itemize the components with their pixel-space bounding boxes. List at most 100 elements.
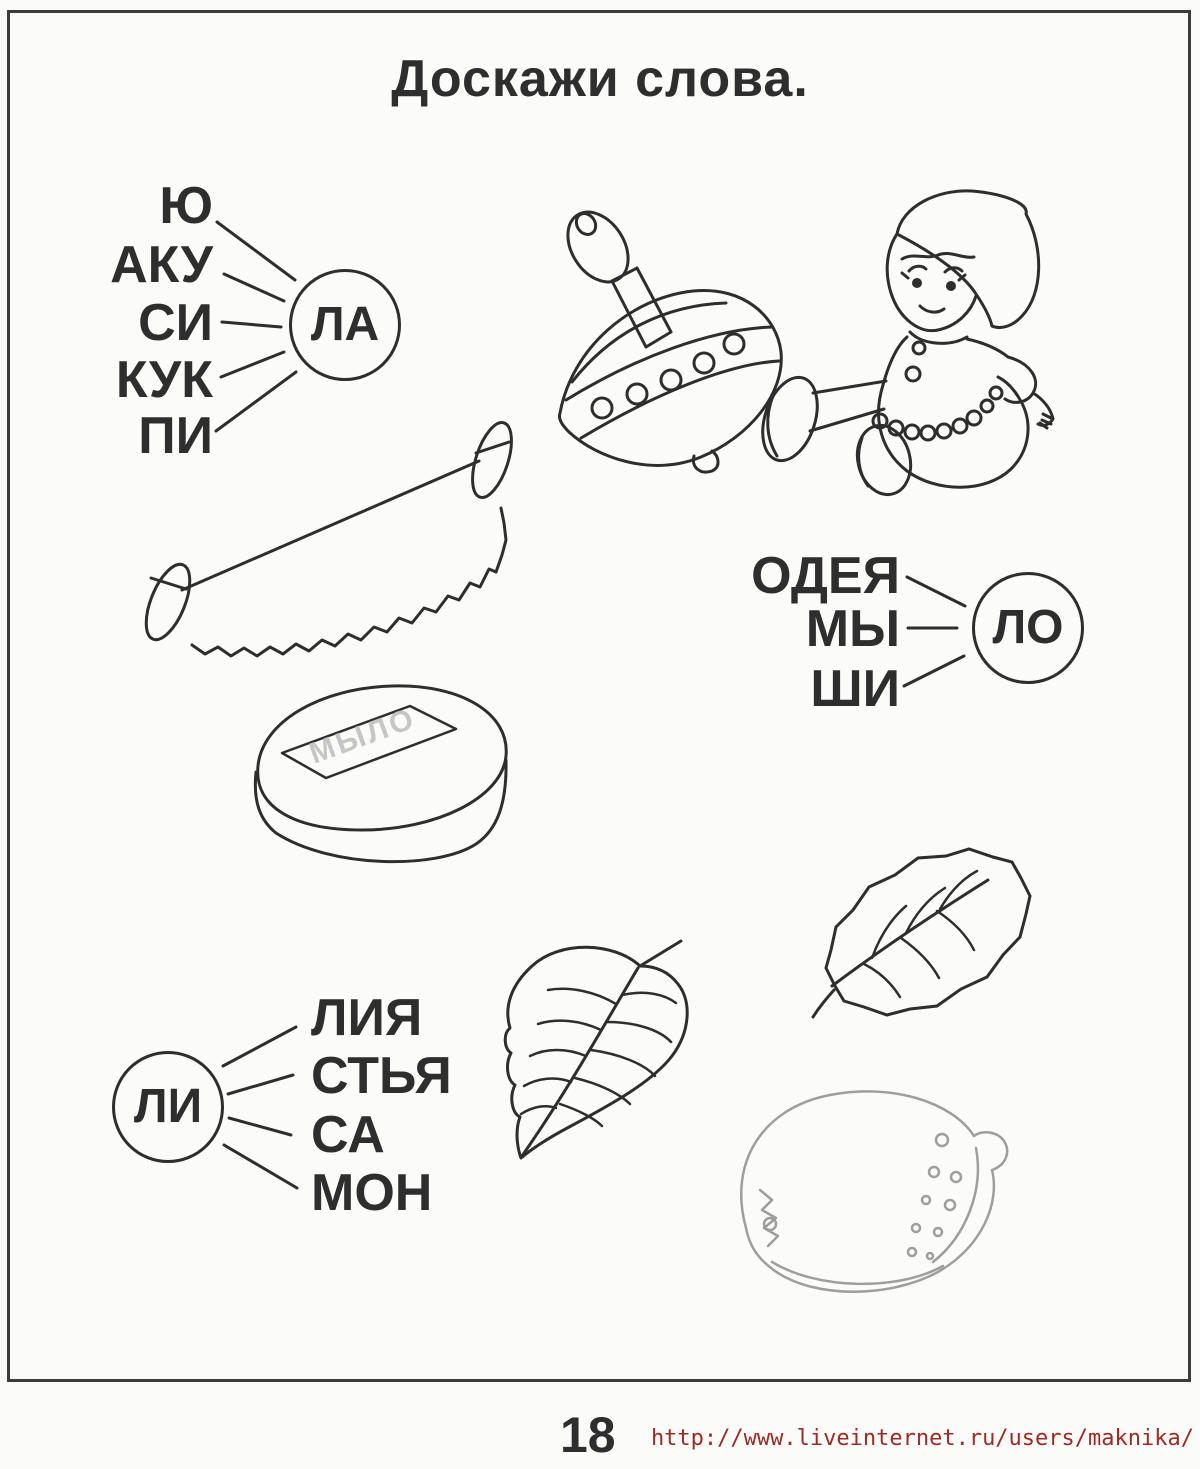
spinning-top-illustration [558,210,783,474]
soap-side [253,758,508,864]
doll-bonnet-brim [895,232,994,328]
lemon-illustration [740,1090,1009,1293]
connector-line [227,1116,293,1137]
leaf-vein [605,1020,673,1044]
doll-bead [988,385,1004,401]
connector-line [905,575,967,608]
doll-eye [946,281,956,291]
doll-shoe [855,423,913,497]
word-fragment: ЛИЯ [311,989,423,1047]
serrated-leaf-illustration [811,847,1032,1019]
connector-line [226,1073,295,1096]
page-title: Доскажи слова. [391,50,809,108]
word-fragment: СИ [138,294,213,352]
leaf-vein [862,962,902,999]
lemon-peel-dot [920,1194,932,1206]
leaf-stem [638,939,683,968]
top-dot [692,351,716,375]
leaf-midrib [520,966,640,1158]
leaf-vein [546,987,618,1006]
doll-bead [935,422,953,440]
word-fragment: КУК [115,351,213,409]
top-stem [610,266,673,349]
doll-bead [965,409,983,427]
doll-leg [811,379,888,395]
source-url: http://www.liveinternet.ru/users/maknika… [650,1426,1194,1451]
leaf-vein [904,886,947,935]
leaf-vein [899,936,941,980]
lemon-peel-dot [943,1198,957,1212]
lemon-peel-dot [949,1170,963,1184]
top-dot [590,396,614,420]
syllable-circle: ЛО [972,572,1084,684]
saw-handle-joint [474,440,511,455]
saw-teeth [190,506,508,658]
connector-line [221,1025,298,1068]
lemon-peel-dot [910,1222,922,1234]
connector-line [215,220,297,282]
word-fragment: Ю [159,177,213,235]
doll-bead [903,423,921,441]
saw-handle [471,421,513,499]
doll-bead [919,424,937,442]
doll-shoe-sole [766,394,779,458]
connector-line [902,654,966,688]
leaf-vein [938,869,979,911]
top-knob [566,210,630,284]
doll-torso [965,337,1010,359]
syllable-circle: ЛИ [112,1051,224,1163]
saw-blade-back [180,459,481,592]
saw-handle [144,562,192,642]
doll-eye [912,278,922,288]
connector-line [220,320,283,329]
leaf-outline [503,945,689,1160]
leaf-vein [935,909,976,952]
doll-bead [979,398,995,414]
doll-lash [957,273,967,282]
lemon-shading [770,1260,945,1286]
connector-line [222,272,286,303]
doll-face [885,232,978,333]
soap-illustration: МЫЛО [253,684,508,864]
word-fragment: ШИ [810,660,900,718]
syllable-label: ЛА [310,298,380,351]
soap-stamp-frame [280,704,458,780]
doll-sleeve [1003,355,1038,404]
connector-line [214,370,298,433]
connector-line [219,350,286,379]
doll-brow [907,264,928,273]
lemon-peel-dot [906,1246,918,1258]
lemon-peel-dot [934,1132,950,1148]
word-fragment: МЫ [805,600,900,658]
doll-shoe-sole [857,436,870,488]
lemon-peel-dot [927,1165,941,1179]
leaf-vein [536,1019,603,1032]
doll-fingers [1038,412,1055,430]
syllable-label: ЛИ [133,1080,203,1133]
birch-leaf-illustration [503,939,689,1160]
soap-embossed-text: МЫЛО [305,702,420,771]
word-fragment: АКУ [110,236,213,294]
doll-torso [881,335,909,387]
doll-bead [871,412,889,430]
top-dome-line [570,301,728,384]
lemon-shading [931,1146,980,1264]
connector-lines [214,220,967,1190]
leaf-stem [811,988,836,1019]
top-knob-tip [574,212,598,236]
leaf-vein [558,1102,604,1128]
top-dot [625,382,649,406]
page-number: 18 [560,1407,616,1463]
leaf-vein [522,1077,573,1088]
soap-top-face [256,684,508,832]
lemon-peel-dot [762,1216,778,1232]
doll-lash [900,271,910,280]
word-fragment: СТЬЯ [311,1047,452,1105]
top-band-line [579,359,781,440]
leaf-outline [824,847,1032,1017]
lemon-outline [740,1090,1009,1293]
word-fragment: ОДЕЯ [751,547,900,605]
doll-bonnet [895,189,1041,330]
doll-illustration [761,189,1055,497]
